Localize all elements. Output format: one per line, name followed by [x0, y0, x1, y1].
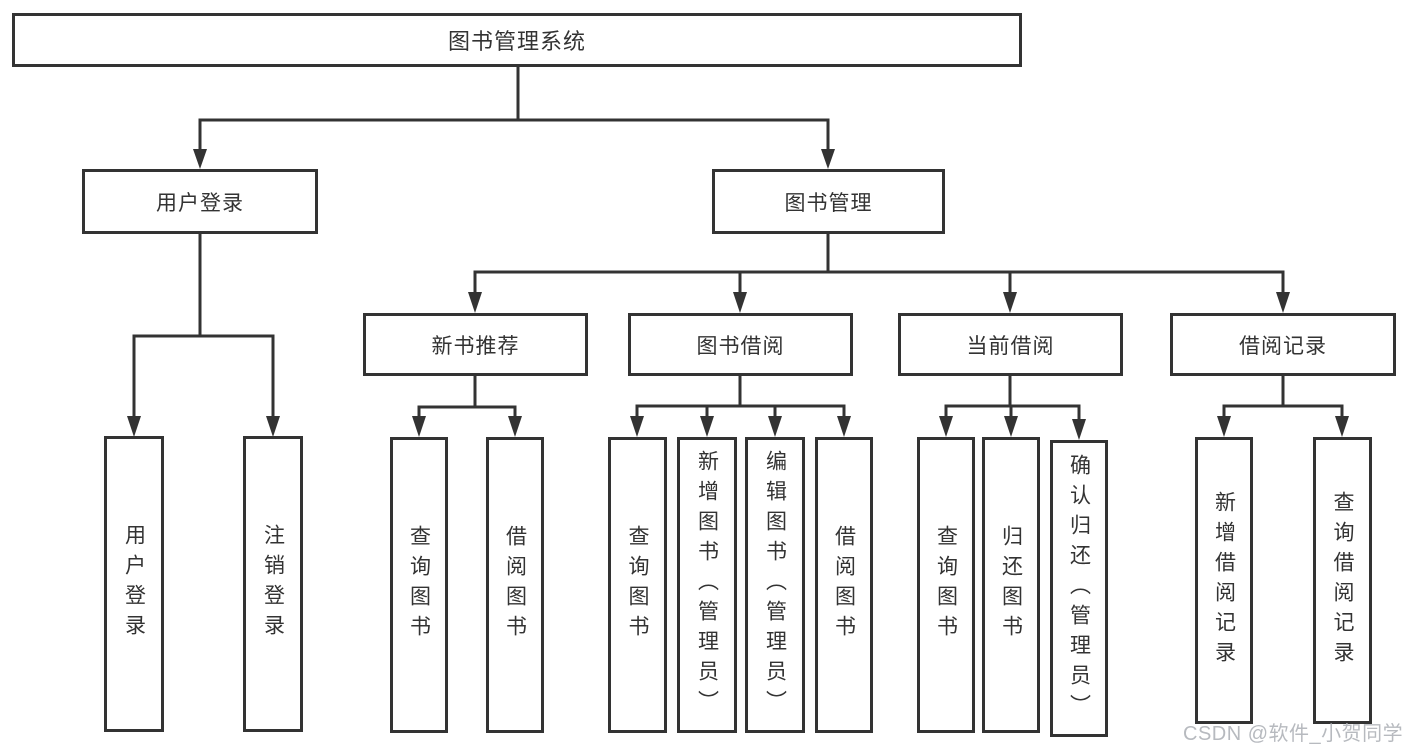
node-root: 图书管理系统 — [12, 13, 1022, 67]
leaf-user-login: 用户登录 — [104, 436, 164, 732]
leaf-borrow-books-1-label: 借阅图书 — [503, 525, 527, 645]
csdn-watermark: CSDN @软件_小贺同学 — [1183, 723, 1404, 745]
leaf-query-books-3-label: 查询图书 — [934, 525, 958, 645]
leaf-user-login-label: 用户登录 — [122, 524, 146, 644]
leaf-edit-books-admin-label: 编辑图书（管理员） — [763, 450, 787, 720]
node-new-book-recommend: 新书推荐 — [363, 313, 588, 376]
leaf-logout-label: 注销登录 — [261, 524, 285, 644]
leaf-add-borrow-record-label: 新增借阅记录 — [1212, 490, 1236, 671]
leaf-borrow-books-1: 借阅图书 — [486, 437, 544, 733]
leaf-query-books-2-label: 查询图书 — [626, 525, 649, 645]
node-current-borrow-label: 当前借阅 — [966, 334, 1055, 358]
node-user-login-label: 用户登录 — [156, 191, 244, 215]
leaf-add-books-admin-label: 新增图书（管理员） — [695, 450, 719, 720]
leaf-confirm-return-admin-label: 确认归还（管理员） — [1067, 453, 1091, 724]
leaf-edit-books-admin: 编辑图书（管理员） — [745, 437, 805, 733]
leaf-return-books-label: 归还图书 — [999, 525, 1023, 645]
leaf-query-books-1-label: 查询图书 — [407, 525, 431, 645]
node-book-borrow-label: 图书借阅 — [696, 334, 785, 358]
node-book-borrow: 图书借阅 — [628, 313, 853, 376]
leaf-borrow-books-2: 借阅图书 — [815, 437, 873, 733]
leaf-logout: 注销登录 — [243, 436, 303, 732]
leaf-query-borrow-record-label: 查询借阅记录 — [1331, 490, 1354, 671]
leaf-query-books-3: 查询图书 — [917, 437, 975, 733]
leaf-query-books-1: 查询图书 — [390, 437, 448, 733]
leaf-borrow-books-2-label: 借阅图书 — [832, 525, 856, 645]
node-user-login: 用户登录 — [82, 169, 318, 234]
leaf-confirm-return-admin: 确认归还（管理员） — [1050, 440, 1108, 737]
node-new-book-recommend-label: 新书推荐 — [431, 334, 520, 358]
arrowhead-icons — [127, 149, 1349, 440]
node-book-management: 图书管理 — [712, 169, 945, 234]
node-borrow-records: 借阅记录 — [1170, 313, 1396, 376]
node-root-label: 图书管理系统 — [447, 29, 586, 54]
node-book-management-label: 图书管理 — [784, 191, 873, 215]
leaf-query-borrow-record: 查询借阅记录 — [1313, 437, 1372, 724]
leaf-add-books-admin: 新增图书（管理员） — [677, 437, 737, 733]
node-current-borrow: 当前借阅 — [898, 313, 1123, 376]
leaf-add-borrow-record: 新增借阅记录 — [1195, 437, 1253, 724]
leaf-return-books: 归还图书 — [982, 437, 1040, 733]
node-borrow-records-label: 借阅记录 — [1239, 334, 1327, 358]
leaf-query-books-2: 查询图书 — [608, 437, 667, 733]
